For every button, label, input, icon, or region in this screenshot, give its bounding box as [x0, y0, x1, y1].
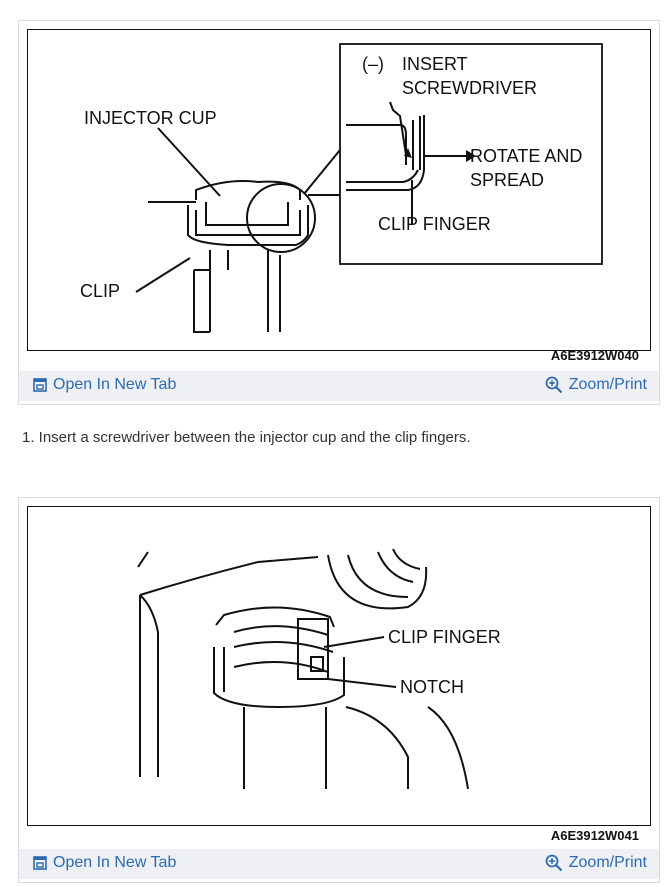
figure-code: A6E3912W040 — [550, 348, 639, 363]
figure-card-1: INJECTOR CUP CLIP (–) INSERT SCREWDRIVER… — [18, 20, 660, 405]
figure-card-2: CLIP FINGER NOTCH A6E3912W041 Open In Ne… — [18, 497, 660, 883]
label-injector-cup: INJECTOR CUP — [84, 108, 217, 128]
figure-2-diagram: CLIP FINGER NOTCH — [27, 506, 651, 826]
open-in-new-tab-button[interactable]: Open In New Tab — [33, 376, 176, 394]
injector-clip-drawing: INJECTOR CUP CLIP (–) INSERT SCREWDRIVER… — [80, 43, 603, 333]
open-in-new-tab-button-2[interactable]: Open In New Tab — [33, 854, 176, 872]
label-screwdriver: SCREWDRIVER — [402, 78, 537, 98]
figure-toolbar-2: Open In New Tab Zoom/Print — [19, 849, 659, 879]
zoom-print-label-2: Zoom/Print — [568, 854, 647, 871]
zoom-print-button-2[interactable]: Zoom/Print — [545, 854, 647, 872]
label-clip: CLIP — [80, 281, 120, 301]
figure-1-diagram: INJECTOR CUP CLIP (–) INSERT SCREWDRIVER… — [27, 29, 651, 351]
open-tab-icon — [33, 856, 47, 870]
label-rotate-and: ROTATE AND — [470, 146, 582, 166]
label-spread: SPREAD — [470, 170, 544, 190]
label-notch: NOTCH — [400, 677, 464, 697]
figure-toolbar: Open In New Tab Zoom/Print — [19, 371, 659, 401]
label-minus: (–) — [362, 54, 384, 74]
zoom-in-icon — [545, 376, 563, 394]
label-clip-finger: CLIP FINGER — [378, 214, 491, 234]
open-in-new-tab-label: Open In New Tab — [53, 376, 177, 393]
label-insert: INSERT — [402, 54, 468, 74]
figure-code-2: A6E3912W041 — [550, 828, 639, 843]
open-tab-icon — [33, 378, 47, 392]
clip-finger-notch-drawing: CLIP FINGER NOTCH — [137, 548, 501, 790]
zoom-print-label: Zoom/Print — [568, 376, 647, 393]
label-clip-finger-2: CLIP FINGER — [388, 627, 501, 647]
open-in-new-tab-label-2: Open In New Tab — [53, 854, 177, 871]
step-instruction: 1. Insert a screwdriver between the inje… — [22, 429, 471, 446]
zoom-print-button[interactable]: Zoom/Print — [545, 376, 647, 394]
zoom-in-icon — [545, 854, 563, 872]
